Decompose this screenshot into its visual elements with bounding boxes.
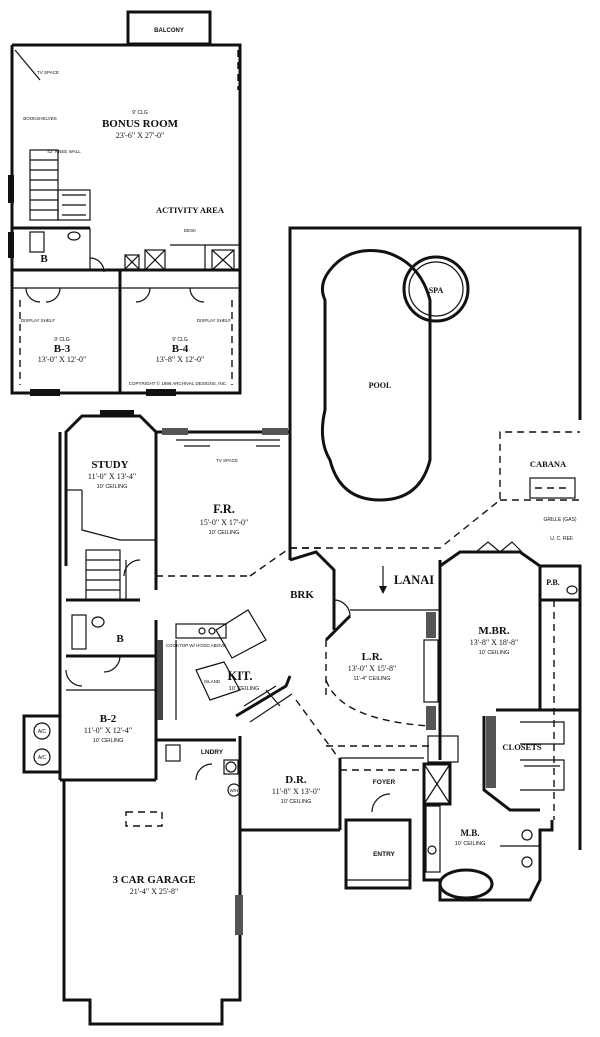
main-bath-label: B	[116, 633, 124, 645]
desk-note: DESK	[184, 228, 196, 233]
b2-ceiling: 10' CEILING	[93, 738, 124, 744]
lr-ceiling: 11'-4" CEILING	[353, 676, 390, 682]
fr-ceiling: 10' CEILING	[209, 530, 240, 536]
b3-ceiling: 9' CLG	[54, 337, 70, 343]
fr-label: F.R.	[213, 502, 235, 516]
cabana-label: CABANA	[530, 459, 567, 469]
kit-label: KIT.	[227, 669, 252, 683]
mbr-ceiling: 10' CEILING	[479, 650, 510, 656]
copyright-note: COPYRIGHT © 1998 ARCHIVAL DESIGNS, INC.	[129, 380, 228, 386]
garage-outline	[62, 780, 244, 1026]
pool-enclosure	[288, 226, 582, 548]
pool-outline	[320, 248, 432, 502]
grille-label: GRILLE (GAS)	[543, 517, 576, 523]
upper-floor-outline	[10, 43, 242, 395]
mb-label: M.B.	[461, 828, 480, 838]
dr-label: D.R.	[285, 774, 307, 786]
bonus-room-ceiling: 9' CLG	[132, 110, 148, 116]
kit-ceiling: 10' CEILING	[229, 686, 260, 692]
activity-area-label: ACTIVITY AREA	[156, 205, 225, 215]
entry-label: ENTRY	[373, 851, 395, 858]
spa-label: SPA	[429, 286, 444, 295]
upper-stairs	[29, 149, 59, 221]
b3-dim: 13'-0" X 12'-0"	[38, 355, 87, 364]
mbr-dim: 13'-8" X 18'-8"	[470, 638, 519, 647]
main-stairs	[85, 549, 121, 601]
closets-label: CLOSETS	[502, 742, 541, 752]
island-label: ISLAND	[204, 679, 221, 684]
garage-label: 3 CAR GARAGE	[112, 874, 195, 886]
kitchen-island	[195, 661, 241, 701]
mb-ceiling: 10' CEILING	[455, 841, 486, 847]
water-heater-label: W/H	[230, 788, 239, 793]
study-ceiling: 10' CEILING	[97, 484, 128, 490]
pb-label: P.B.	[546, 578, 560, 587]
lr-label: L.R.	[362, 651, 383, 663]
upper-floor: BALCONY	[8, 10, 242, 396]
bonus-room-label: BONUS ROOM	[102, 118, 179, 130]
balcony-label: BALCONY	[154, 28, 184, 34]
pool-label: POOL	[369, 381, 392, 390]
fr-dim: 15'-0" X 17'-0"	[200, 518, 249, 527]
uc-ref-label: U. C. REF.	[550, 536, 574, 542]
b4-label: B-4	[172, 343, 189, 355]
ac-unit-1: A/C	[38, 729, 47, 735]
ac-unit-2: A/C	[38, 755, 47, 761]
main-floor: B A/C A/C W/H	[22, 410, 582, 1026]
knee-wall-note: 42" KNEE WALL	[47, 149, 81, 154]
bookshelves-note: BOOKSHELVES	[23, 116, 56, 121]
ac-pad	[22, 714, 62, 774]
spa-outline	[402, 255, 470, 323]
dr-dim: 11'-8" X 13'-0"	[272, 787, 320, 796]
pool-area: SPA POOL CABANA GRILLE (GAS) U. C. REF. …	[288, 226, 582, 602]
b4-ceiling: 9' CLG	[172, 337, 188, 343]
study-dim: 11'-0" X 13'-4"	[88, 472, 136, 481]
mbr-outline	[438, 550, 542, 710]
foyer-label: FOYER	[373, 779, 396, 786]
laundry-label: LNDRY	[201, 749, 224, 756]
cooktop-label: COOKTOP W/ HOOD ABOVE	[166, 643, 226, 648]
upper-bath-label: B	[40, 253, 48, 265]
b2-label: B-2	[100, 713, 117, 725]
display-shelf-right-note: DISPLAY SHELF	[197, 318, 232, 323]
lr-dim: 13'-0" X 15'-8"	[348, 664, 397, 673]
fr-tv-space: TV SPACE	[216, 458, 238, 463]
dr-ceiling: 10' CEILING	[281, 799, 312, 805]
study-label: STUDY	[91, 459, 128, 471]
display-shelf-left-note: DISPLAY SHELF	[21, 318, 56, 323]
garage-dim: 21'-4" X 25'-8"	[130, 887, 179, 896]
tv-space-note: TV SPACE	[37, 70, 59, 75]
bonus-room-dim: 23'-6" X 27'-0"	[116, 131, 165, 140]
b4-dim: 13'-8" X 12'-0"	[156, 355, 205, 364]
brk-label: BRK	[290, 589, 314, 601]
b3-label: B-3	[54, 343, 71, 355]
b2-dim: 11'-0" X 12'-4"	[84, 726, 132, 735]
lanai-label: LANAI	[394, 573, 434, 587]
mb-outline	[422, 804, 554, 902]
entry-outline	[344, 818, 412, 890]
mbr-label: M.BR.	[478, 625, 509, 637]
